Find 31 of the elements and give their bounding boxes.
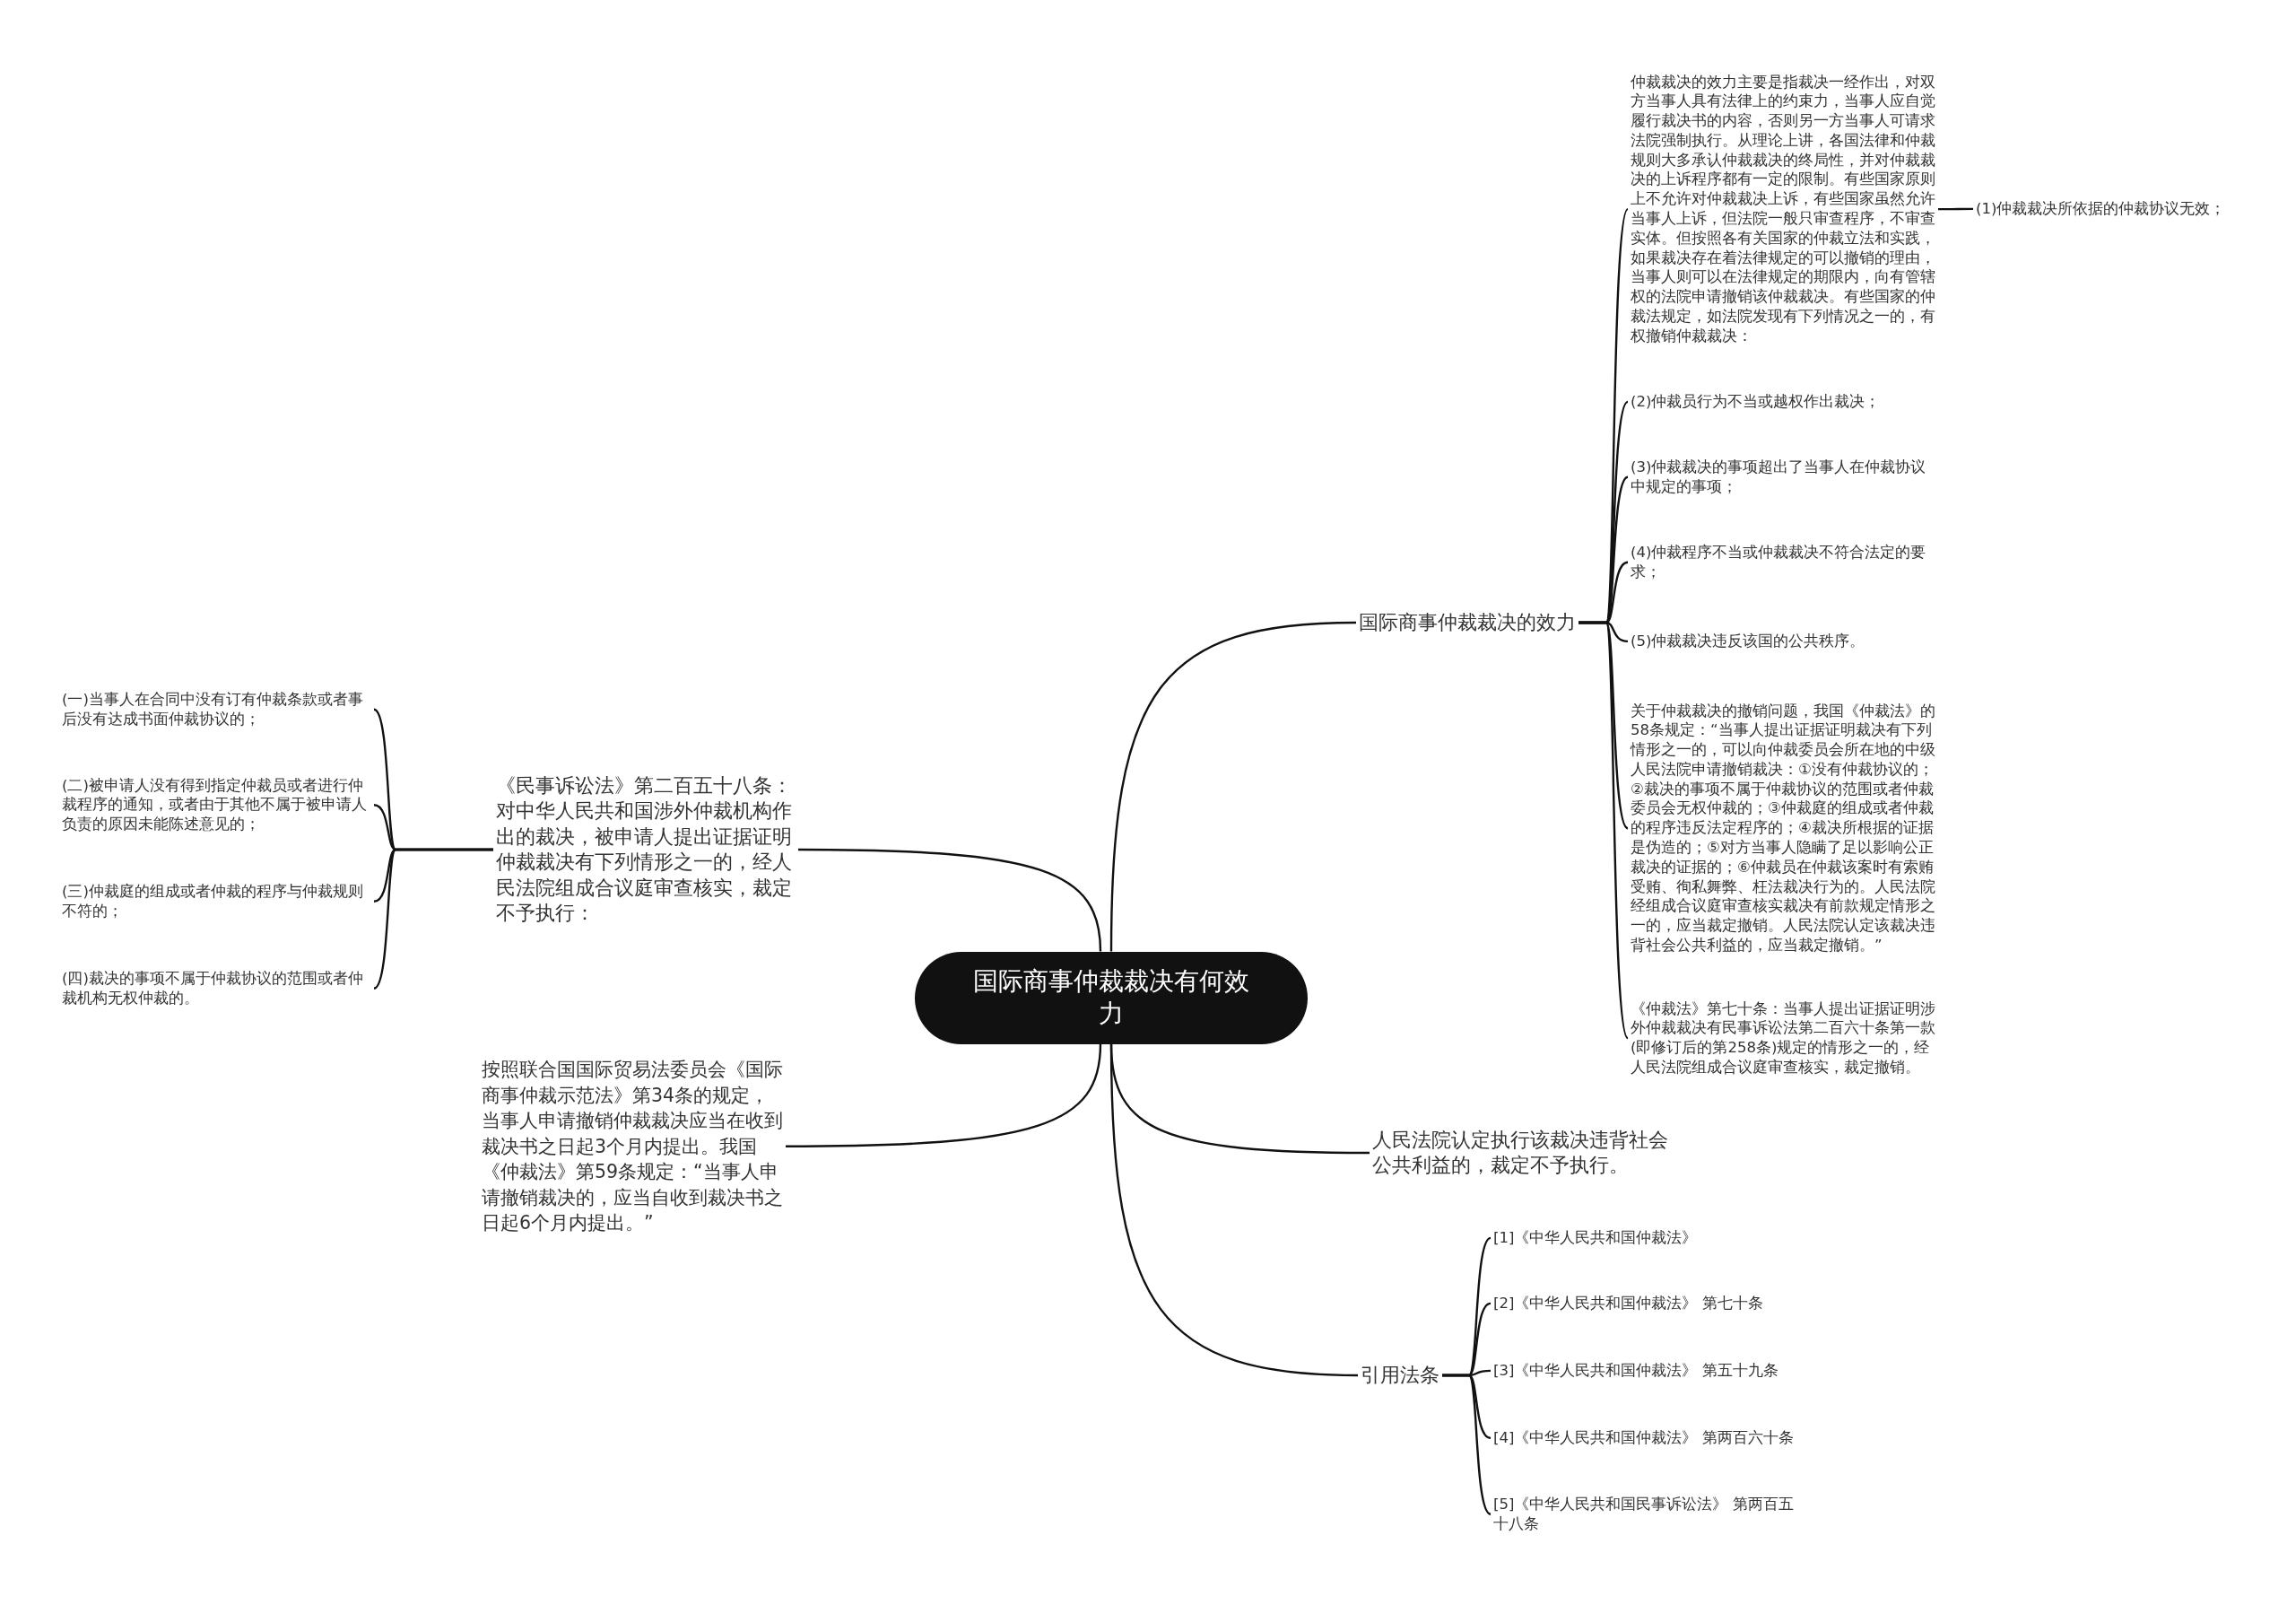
subtopic-text: 关于仲裁裁决的撤销问题，我国《仲裁法》的58条规定：“当事人提出证据证明裁决有下列情形之一的，可以向仲裁委员会所在地的中级人民法院申请撤销裁决：①没有仲裁协议的；②裁决的事项不属于仲裁协议的范围或者仲裁委员会无权仲裁的；③仲裁庭的组成或者仲裁的程序违反法定程序的；④裁决所根据的证据是伪造的；⑤对方当事人隐瞒了足以影响公正裁决的证据的；⑥仲裁员在仲裁该案时有索贿受贿、徇私舞弊、枉法裁决行为的。人民法院经组成合议庭审查核实裁决有前款规定情形之一的，应当裁定撤销。人民法院认定该裁决违背社会公共利益的，应当裁定撤销。” [1628, 699, 1942, 957]
connector-line [1938, 207, 1973, 211]
branch-topic: 国际商事仲裁裁决的效力 [1356, 608, 1578, 637]
subtopic-text: (三)仲裁庭的组成或者仲裁的程序与仲裁规则不符的； [59, 880, 374, 923]
subtopic-text: (4)仲裁程序不当或仲裁裁决不符合法定的要求； [1628, 541, 1936, 584]
subtopic-text: [5]《中华人民共和国民事诉讼法》 第两百五十八条 [1491, 1493, 1804, 1536]
subtopic-text: (2)仲裁员行为不当或越权作出裁决； [1628, 390, 1883, 414]
subtopic-text: 《仲裁法》第七十条：当事人提出证据证明涉外仲裁裁决有民事诉讼法第二百六十条第一款(即修订后的第258条)规定的情形之一的，经人民法院组成合议庭审查核实，裁定撤销。 [1628, 997, 1942, 1079]
connector-line [798, 848, 1102, 952]
connector-line [1109, 1043, 1359, 1377]
subtopic-text: [3]《中华人民共和国仲裁法》 第五十九条 [1491, 1359, 1781, 1383]
subtopic-text: (5)仲裁裁决违反该国的公共秩序。 [1628, 630, 1868, 653]
subtopic-text: (一)当事人在合同中没有订有仲裁条款或者事后没有达成书面仲裁协议的； [59, 688, 374, 731]
subtopic-text: (四)裁决的事项不属于仲裁协议的范围或者仲裁机构无权仲裁的。 [59, 967, 374, 1010]
connector-line [1442, 1374, 1492, 1515]
connector-line [786, 1043, 1102, 1147]
branch-topic: 引用法条 [1358, 1361, 1442, 1390]
subtopic-text: [4]《中华人民共和国仲裁法》 第两百六十条 [1491, 1426, 1796, 1450]
subtopic-text: (3)仲裁裁决的事项超出了当事人在仲裁协议中规定的事项； [1628, 456, 1936, 499]
central-topic: 国际商事仲裁裁决有何效力 [915, 951, 1308, 1044]
connector-line [1578, 621, 1630, 1039]
branch-topic: 人民法院认定执行该裁决违背社会公共利益的，裁定不予执行。 [1370, 1125, 1671, 1181]
subtopic-text: [2]《中华人民共和国仲裁法》 第七十条 [1491, 1292, 1766, 1315]
subtopic-text: (1)仲裁裁决所依据的仲裁协议无效； [1973, 197, 2229, 221]
branch-topic: 按照联合国国际贸易法委员会《国际商事仲裁示范法》第34条的规定，当事人申请撤销仲裁裁决应当在收到裁决书之日起3个月内提出。我国《仲裁法》第59条规定：“当事人申请撤销裁决的，应当自收到裁决书之日起6个月内提出。” [479, 1055, 786, 1238]
subtopic-text: 仲裁裁决的效力主要是指裁决一经作出，对双方当事人具有法律上的约束力，当事人应自觉履行裁决书的内容，否则另一方当事人可请求法院强制执行。从理论上讲，各国法律和仲裁规则大多承认仲裁裁决的终局性，并对仲裁裁决的上诉程序都有一定的限制。有些国家原则上不允许对仲裁裁决上诉，有些国家虽然允许当事人上诉，但法院一般只审查程序，不审查实体。但按照各有关国家的仲裁立法和实践，如果裁决存在着法律规定的可以撤销的理由，当事人则可以在法律规定的期限内，向有管辖权的法院申请撤销该仲裁裁决。有些国家的仲裁法规定，如法院发现有下列情况之一的，有权撤销仲裁裁决： [1628, 70, 1938, 348]
connector-line [1109, 621, 1357, 952]
subtopic-text: (二)被申请人没有得到指定仲裁员或者进行仲裁程序的通知，或者由于其他不属于被申请人负责的原因未能陈述意见的； [59, 773, 374, 836]
subtopic-text: [1]《中华人民共和国仲裁法》 [1491, 1226, 1700, 1250]
connector-line [373, 848, 493, 990]
branch-topic: 《民事诉讼法》第二百五十八条：对中华人民共和国涉外仲裁机构作出的裁决，被申请人提出证据证明仲裁裁决有下列情形之一的，经人民法院组成合议庭审查核实，裁定不予执行： [493, 771, 798, 929]
